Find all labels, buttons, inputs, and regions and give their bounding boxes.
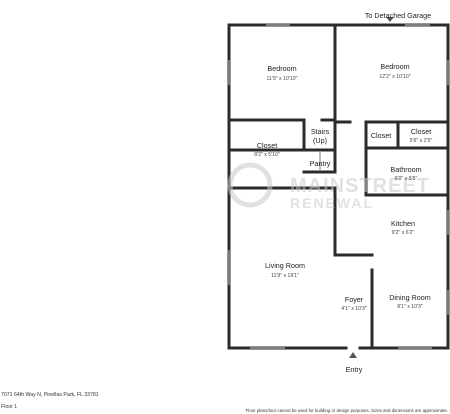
closet-right-name: Closet [411, 127, 431, 136]
garage-label: To Detached Garage [365, 11, 431, 20]
kitchen-name: Kitchen [391, 219, 415, 228]
pantry-name: Pantry [310, 159, 331, 168]
closet-left-name: Closet [257, 141, 277, 150]
living-room-name: Living Room [265, 261, 305, 270]
watermark-line2: RENEWAL [290, 195, 374, 211]
bathroom-name: Bathroom [390, 165, 421, 174]
disclaimer: Floor plans/tour cannot be used for buil… [245, 408, 448, 413]
bedroom-left-dim: 11'9" x 10'10" [267, 76, 298, 82]
floor-label: Floor 1 [1, 404, 18, 410]
foyer-name: Foyer [345, 295, 364, 304]
entry-arrow [349, 352, 357, 358]
property-address: 7071 64th Way N, Pinellas Park, FL 33781 [1, 392, 99, 398]
garage-arrow [386, 17, 394, 22]
kitchen-dim: 9'2" x 6'2" [392, 230, 415, 236]
living-room-dim: 11'9" x 19'1" [271, 273, 299, 279]
bedroom-right-name: Bedroom [380, 62, 409, 71]
watermark-line1: MAINSTREET [290, 175, 430, 197]
dining-room-name: Dining Room [389, 293, 431, 302]
closet-right-dim: 5'6" x 2'9" [410, 138, 433, 144]
watermark-logo: MAINSTREET RENEWAL [227, 162, 430, 211]
windows [228, 24, 449, 349]
stairs-name: Stairs [311, 127, 330, 136]
bedroom-left-name: Bedroom [267, 64, 296, 73]
closet-small-name: Closet [371, 131, 391, 140]
stairs-sub: (Up) [313, 136, 327, 145]
entry-label: Entry [346, 365, 363, 374]
closet-left-dim: 8'2" x 5'10" [254, 152, 280, 158]
foyer-dim: 4'1" x 10'3" [341, 306, 367, 312]
bedroom-right-dim: 12'2" x 10'10" [379, 74, 410, 80]
bathroom-dim: 6'0" x 5'5" [395, 176, 418, 182]
dining-room-dim: 8'1" x 10'3" [397, 304, 423, 310]
